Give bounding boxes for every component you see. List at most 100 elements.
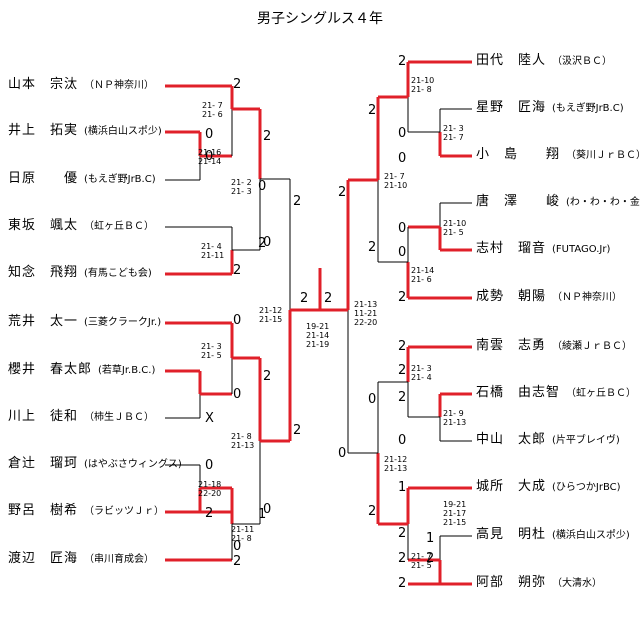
- right-player-10: 城所 大成 (ひらつかJrBC): [476, 479, 621, 496]
- match-score: 0: [398, 245, 407, 260]
- right-player-4: 唐 澤 峻 (わ・わ・わ・金程): [476, 194, 640, 211]
- player-name: 唐 澤 峻: [476, 194, 561, 209]
- player-club: （虹ヶ丘ＢＣ）: [566, 388, 637, 399]
- left-player-9: 倉辻 瑠珂 (はやぶさウィングス): [8, 456, 182, 473]
- match-score: 0: [263, 235, 272, 250]
- player-name: 高見 明杜: [476, 527, 547, 542]
- match-score: 1: [258, 507, 267, 522]
- player-name: 日原 優: [8, 171, 79, 186]
- player-name: 小 島 翔: [476, 147, 561, 162]
- player-club: (有馬こども会): [84, 268, 152, 279]
- player-name: 中山 太郎: [476, 432, 547, 447]
- match-score: 2: [233, 263, 242, 278]
- match-score: 2: [338, 185, 347, 200]
- player-club: （葵川ＪｒＢＣ）: [566, 150, 640, 161]
- player-name: 櫻井 春太郎: [8, 362, 93, 377]
- right-player-5: 志村 瑠音 (FUTAGO.Jr): [476, 241, 610, 258]
- player-club: (はやぶさウィングス): [84, 459, 182, 470]
- match-score: 0: [338, 446, 347, 461]
- player-name: 知念 飛翔: [8, 265, 79, 280]
- set-scores: 21-13 11-21 22-20: [354, 300, 378, 327]
- match-score: 2: [300, 291, 309, 306]
- player-name: 東坂 颯太: [8, 218, 79, 233]
- player-club: (わ・わ・わ・金程): [566, 197, 640, 208]
- match-score: 0: [205, 458, 214, 473]
- right-player-11: 高見 明杜 (横浜白山スポ少): [476, 527, 630, 544]
- player-club: (FUTAGO.Jr): [552, 244, 611, 255]
- set-scores: 21-11 21- 8: [231, 525, 255, 543]
- match-score: 2: [368, 240, 377, 255]
- player-name: 阿部 朔弥: [476, 575, 547, 590]
- match-score: 2: [258, 236, 267, 251]
- right-player-8: 石橋 由志智 （虹ヶ丘ＢＣ）: [476, 385, 636, 402]
- player-club: （汲沢ＢＣ）: [552, 56, 613, 67]
- match-score: 2: [368, 103, 377, 118]
- set-scores: 21- 2 21- 3: [231, 178, 252, 196]
- right-player-2: 星野 匠海 (もえぎ野JrB.C): [476, 100, 624, 117]
- match-score: 0: [263, 502, 272, 517]
- set-scores: 21- 7 21- 5: [411, 552, 432, 570]
- player-club: （ＮＰ神奈川）: [84, 80, 155, 91]
- player-name: 城所 大成: [476, 479, 547, 494]
- match-score: 2: [368, 504, 377, 519]
- player-name: 野呂 樹希: [8, 503, 79, 518]
- player-club: (横浜白山スポ少): [84, 126, 162, 137]
- match-score: 2: [233, 554, 242, 569]
- player-club: (横浜白山スポ少): [552, 530, 630, 541]
- left-player-11: 渡辺 匠海（串川育成会）: [8, 551, 154, 568]
- set-scores: 21-12 21-15: [259, 306, 283, 324]
- player-name: 川上 徒和: [8, 409, 79, 424]
- set-scores: 21- 9 21-13: [443, 409, 467, 427]
- player-name: 星野 匠海: [476, 100, 547, 115]
- player-club: (もえぎ野JrB.C): [84, 174, 156, 185]
- player-club: （大清水）: [552, 578, 603, 589]
- player-club: (片平ブレイヴ): [552, 435, 620, 446]
- player-name: 山本 宗汰: [8, 77, 79, 92]
- left-player-7: 櫻井 春太郎 (若草Jr.B.C.): [8, 362, 155, 379]
- set-scores: 21-18 22-20: [198, 480, 222, 498]
- player-name: 田代 陸人: [476, 53, 547, 68]
- match-score: 2: [398, 363, 407, 378]
- set-scores: 21-14 21- 6: [411, 266, 435, 284]
- set-scores: 21- 3 21- 7: [443, 124, 464, 142]
- player-name: 石橋 由志智: [476, 385, 561, 400]
- set-scores: 21-10 21- 8: [411, 76, 435, 94]
- left-player-10: 野呂 樹希 （ラビッツＪｒ）: [8, 503, 164, 520]
- player-name: 倉辻 瑠珂: [8, 456, 79, 471]
- right-player-6: 成勢 朝陽 （ＮＰ神奈川）: [476, 289, 622, 306]
- left-player-2: 井上 拓実(横浜白山スポ少): [8, 123, 162, 140]
- player-club: （綾瀬ＪｒＢＣ）: [552, 341, 633, 352]
- left-player-1: 山本 宗汰 （ＮＰ神奈川）: [8, 77, 154, 94]
- left-player-6: 荒井 太一(三菱クラークJr.): [8, 314, 161, 331]
- page-title: 男子シングルス４年: [257, 11, 383, 27]
- left-player-8: 川上 徒和（柿生ＪＢＣ）: [8, 409, 154, 426]
- set-scores: 21- 3 21- 4: [411, 364, 432, 382]
- set-scores: 21-10 21- 5: [443, 219, 467, 237]
- player-club: (若草Jr.B.C.): [98, 365, 156, 376]
- player-club: （ＮＰ神奈川）: [552, 292, 623, 303]
- match-score: 0: [233, 313, 242, 328]
- right-player-3: 小 島 翔 （葵川ＪｒＢＣ）: [476, 147, 640, 164]
- match-score: 2: [398, 576, 407, 591]
- set-scores: 21- 7 21- 6: [202, 101, 223, 119]
- match-score: 2: [398, 339, 407, 354]
- set-scores: 21- 7 21-10: [384, 172, 408, 190]
- match-score: 0: [398, 221, 407, 236]
- player-name: 渡辺 匠海: [8, 551, 79, 566]
- player-name: 志村 瑠音: [476, 241, 547, 256]
- player-name: 成勢 朝陽: [476, 289, 547, 304]
- match-score: 0: [233, 387, 242, 402]
- set-scores: 19-21 21-14 21-19: [306, 322, 330, 349]
- right-player-9: 中山 太郎 (片平ブレイヴ): [476, 432, 620, 449]
- match-score: 0: [258, 179, 267, 194]
- match-score: 0: [205, 149, 214, 164]
- set-scores: 21- 3 21- 5: [201, 342, 222, 360]
- match-score: 0: [398, 126, 407, 141]
- player-club: （ラビッツＪｒ）: [84, 506, 165, 517]
- match-score: 2: [293, 194, 302, 209]
- player-club: (もえぎ野JrB.C): [552, 103, 624, 114]
- match-score: 0: [233, 539, 242, 554]
- player-club: (ひらつかJrBC): [552, 482, 621, 493]
- match-score: 0: [398, 151, 407, 166]
